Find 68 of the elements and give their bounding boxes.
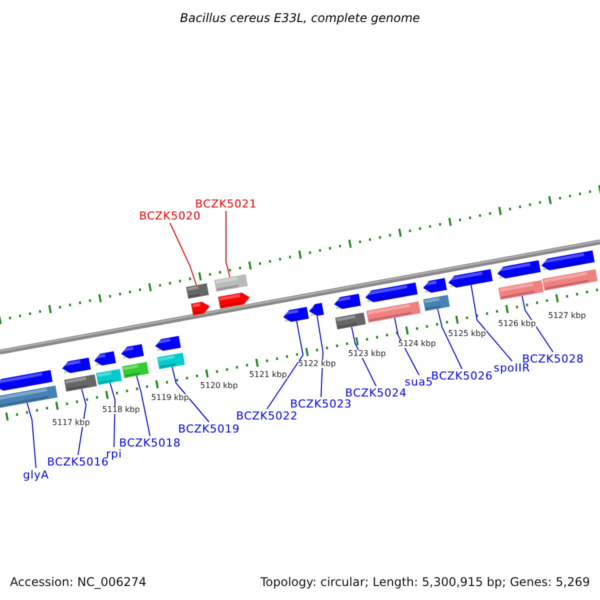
gene-bar: [214, 274, 248, 292]
gene-block: [541, 250, 595, 270]
position-label: 5117 kbp: [52, 419, 90, 427]
position-label: 5119 kbp: [151, 394, 189, 402]
gene-block: [218, 292, 250, 309]
position-label: 5124 kbp: [398, 340, 436, 348]
gene-block: [497, 260, 541, 279]
position-label: 5123 kbp: [348, 350, 386, 358]
leader-line: [394, 317, 420, 376]
position-label: 5120 kbp: [200, 382, 238, 390]
gene-label: BCZK5026: [431, 370, 493, 382]
position-label: 5121 kbp: [249, 371, 287, 379]
leader-line: [316, 315, 324, 398]
gene-block: [423, 278, 447, 293]
gene-block: [62, 358, 91, 374]
gene-block: [365, 282, 418, 302]
gene-label: BCZK5028: [522, 354, 584, 364]
position-label: 5122 kbp: [298, 360, 336, 368]
position-label: 5127 kbp: [548, 312, 586, 320]
chart-title: Bacillus cereus E33L, complete genome: [180, 12, 420, 24]
gene-bar: [157, 352, 185, 370]
gene-block: [334, 294, 361, 310]
leader-line: [266, 320, 304, 410]
gene-label: BCZK5018: [119, 438, 181, 448]
leader-line: [110, 382, 116, 448]
leader-line: [226, 210, 230, 278]
gene-label: BCZK5021: [195, 198, 257, 210]
gene-block: [283, 306, 309, 322]
accession-text: Accession: NC_006274: [10, 576, 146, 588]
gene-label: rpi: [106, 448, 122, 460]
leader-line: [437, 308, 462, 370]
gene-bar: [186, 283, 209, 299]
gene-bar: [64, 374, 97, 392]
gene-block: [0, 370, 53, 391]
gene-bar: [0, 386, 58, 408]
leader-line: [136, 375, 150, 436]
gene-bar: [366, 301, 421, 323]
genome-summary-text: Topology: circular; Length: 5,300,915 bp; Genes: 5,269: [260, 576, 590, 588]
leader-line: [522, 295, 554, 352]
gene-label: BCZK5024: [345, 388, 407, 398]
gene-label: BCZK5020: [139, 210, 201, 222]
gene-label: BCZK5016: [47, 456, 109, 468]
gene-label: sua5: [404, 376, 434, 388]
gene-block: [121, 344, 144, 359]
gene-label: BCZK5022: [236, 410, 298, 422]
gene-bar: [423, 294, 450, 312]
gene-label: glyA: [22, 470, 50, 480]
gene-label: spoIIR: [494, 362, 530, 374]
gene-block: [309, 302, 324, 316]
gene-bar: [498, 280, 544, 300]
position-label: 5118 kbp: [102, 406, 140, 414]
leader-line: [78, 388, 87, 456]
position-label: 5125 kbp: [448, 330, 486, 338]
leader-line: [170, 222, 197, 286]
gene-bar: [335, 312, 366, 330]
gene-bar: [122, 362, 149, 378]
leader-line: [470, 284, 512, 362]
gene-block: [94, 351, 116, 366]
gene-bar: [542, 269, 598, 291]
gene-block: [155, 336, 181, 351]
leader-line: [26, 402, 36, 468]
gene-label: BCZK5019: [178, 424, 240, 434]
leader-line: [351, 326, 376, 386]
leader-line: [172, 366, 210, 422]
gene-label: BCZK5023: [290, 398, 352, 410]
gene-block: [191, 302, 210, 316]
gene-bar: [96, 368, 122, 386]
position-label: 5126 kbp: [498, 320, 536, 328]
